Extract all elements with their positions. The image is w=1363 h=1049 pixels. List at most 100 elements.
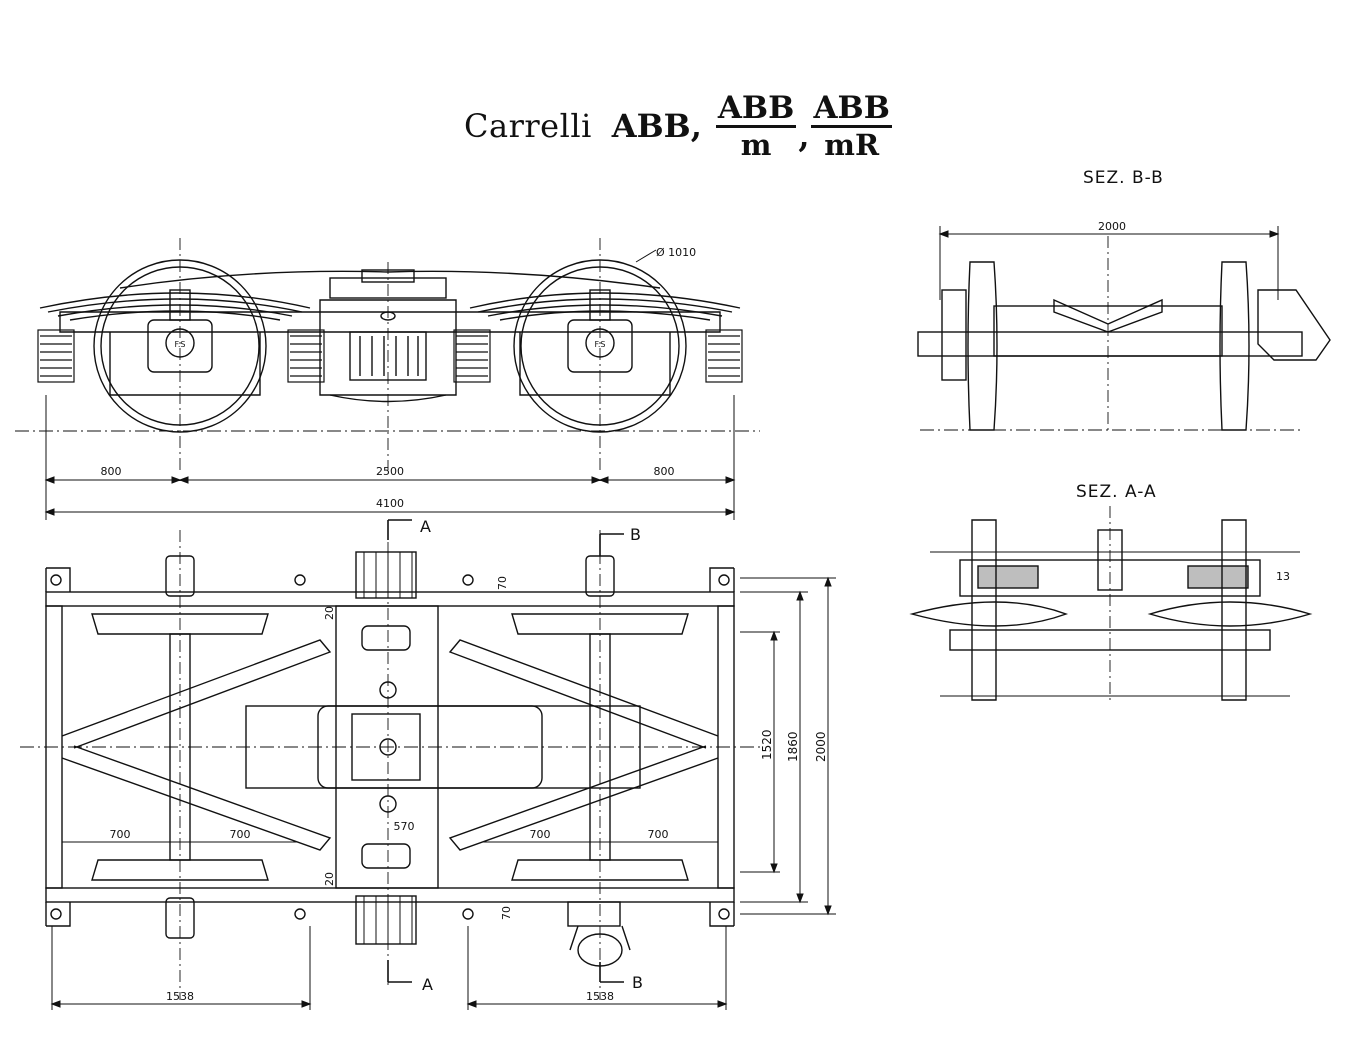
axle-end-left-bottom: [165, 897, 195, 939]
dim-left-overhang: 800: [101, 465, 122, 478]
frame-corner-tr: [709, 567, 735, 592]
frame-corner-tl: [45, 567, 71, 592]
dim-20-top: 20: [323, 606, 336, 620]
bb-axle-body: [993, 305, 1223, 357]
dim-left-700b: 700: [230, 828, 251, 841]
aa-pivot: [1097, 529, 1123, 591]
section-a-bottom: A: [422, 975, 433, 994]
title-prefix: Carrelli: [464, 107, 592, 145]
bb-wheel-right: [1219, 261, 1250, 431]
title-fraction-2-denominator: mR: [824, 127, 880, 162]
dim-left-700a: 700: [110, 828, 131, 841]
bb-axlebox: [1257, 289, 1331, 361]
damper-bottom: [361, 843, 411, 869]
coil-springs: [37, 329, 743, 383]
bolt-br: [718, 908, 730, 920]
axle-left: [169, 633, 191, 861]
aa-leaf-spring-right: [1147, 601, 1313, 627]
bolt-tcl: [294, 574, 306, 586]
bolt-tr: [718, 574, 730, 586]
title-fraction-1-numerator: ABB: [715, 89, 797, 128]
aa-wheel-left: [971, 519, 997, 701]
plan-1538-dims: [50, 926, 728, 1010]
aa-dim-13: 13: [1276, 570, 1290, 583]
bolster-anchor-bottom: [379, 795, 397, 813]
spring-stack-bottom: [355, 895, 417, 945]
title-fraction-1-denominator: m: [740, 127, 772, 162]
bolster-frame: [317, 705, 543, 789]
leaf-spring-right: [469, 292, 741, 321]
diagonal-bracing: [61, 639, 719, 851]
dim-70-top: 70: [496, 576, 509, 590]
wheel-right: [513, 259, 687, 433]
bb-box-left: [941, 289, 967, 381]
bb-gauge-dim: [938, 226, 1280, 300]
frame-top: [119, 270, 661, 289]
title-separator: ,: [798, 117, 810, 155]
axle-box-right-mark: F.S: [595, 340, 606, 349]
bolster-body: [319, 299, 457, 396]
bolster-top: [329, 277, 447, 299]
center-transom: [335, 605, 439, 889]
bb-bolster: [1053, 298, 1163, 333]
center-plate: [351, 713, 421, 781]
axle-box-bottom-right: [567, 901, 631, 967]
bb-gauge-label: 2000: [1098, 220, 1126, 233]
side-frame-top: [45, 591, 735, 607]
side-elevation: F.S F.S Ø 1010 800 2500 800 4100: [15, 238, 760, 520]
aa-frame-bottom: [949, 629, 1271, 651]
dim-left-1538: 1538: [166, 990, 194, 1003]
pivot-pin: [379, 738, 397, 756]
title-fraction-2-numerator: ABB: [811, 89, 892, 128]
title-fraction-2: ABB mR: [811, 89, 892, 162]
plan-view: A A B B 1520 1860 2000: [20, 517, 836, 1010]
bolt-tl: [50, 574, 62, 586]
dim-570: 570: [394, 820, 415, 833]
dim-1860: 1860: [786, 731, 800, 762]
wheel-dia-label: Ø 1010: [656, 246, 696, 259]
title-fraction-1: ABB m: [715, 89, 797, 162]
dim-right-700b: 700: [648, 828, 669, 841]
aa-wheel-right: [1221, 519, 1247, 701]
plan-wheels: [91, 613, 689, 881]
dim-right-1538: 1538: [586, 990, 614, 1003]
bolt-bcr: [462, 908, 474, 920]
bolt-tcr: [462, 574, 474, 586]
bolster-plank: [329, 394, 447, 403]
section-bb-label: SEZ. B-B: [1083, 168, 1164, 188]
headstock-right: [717, 605, 735, 889]
section-b-top: B: [630, 525, 641, 544]
side-frame-bottom: [45, 887, 735, 903]
axle-end-left-top: [165, 555, 195, 597]
axle-box-left-mark: F.S: [175, 340, 186, 349]
dim-overall-length: 4100: [376, 497, 404, 510]
wheel-dia-leader: [635, 249, 657, 263]
bolt-bl: [50, 908, 62, 920]
spring-stack-top: [355, 551, 417, 599]
drawing-title: Carrelli ABB, ABB m , ABB mR: [464, 86, 894, 166]
damper-top: [361, 625, 411, 651]
bb-axle: [917, 331, 1303, 357]
center-rubber-block: [349, 311, 427, 381]
leaf-spring-left: [39, 292, 311, 321]
center-pivot: [361, 269, 415, 283]
plan-vertical-dimensions: [740, 576, 836, 916]
dim-2000: 2000: [814, 731, 828, 762]
section-b-bottom: B: [632, 973, 643, 992]
frame-lower-left: [109, 332, 261, 396]
dim-20-bottom: 20: [323, 872, 336, 886]
aa-leaf-spring-left: [909, 601, 1069, 627]
section-marker-a: [387, 519, 412, 983]
dim-1520: 1520: [760, 729, 774, 760]
side-dimensions: [44, 395, 736, 520]
axle-box-left: F.S: [147, 289, 213, 373]
bolt-bcl: [294, 908, 306, 920]
bb-wheel-left: [967, 261, 998, 431]
wheel-left: [93, 259, 267, 433]
section-aa-drawing: 13: [909, 506, 1313, 701]
frame-side: [59, 311, 721, 333]
section-a-top: A: [420, 517, 431, 536]
dim-70-bottom: 70: [500, 906, 513, 920]
frame-lower-right: [519, 332, 671, 396]
